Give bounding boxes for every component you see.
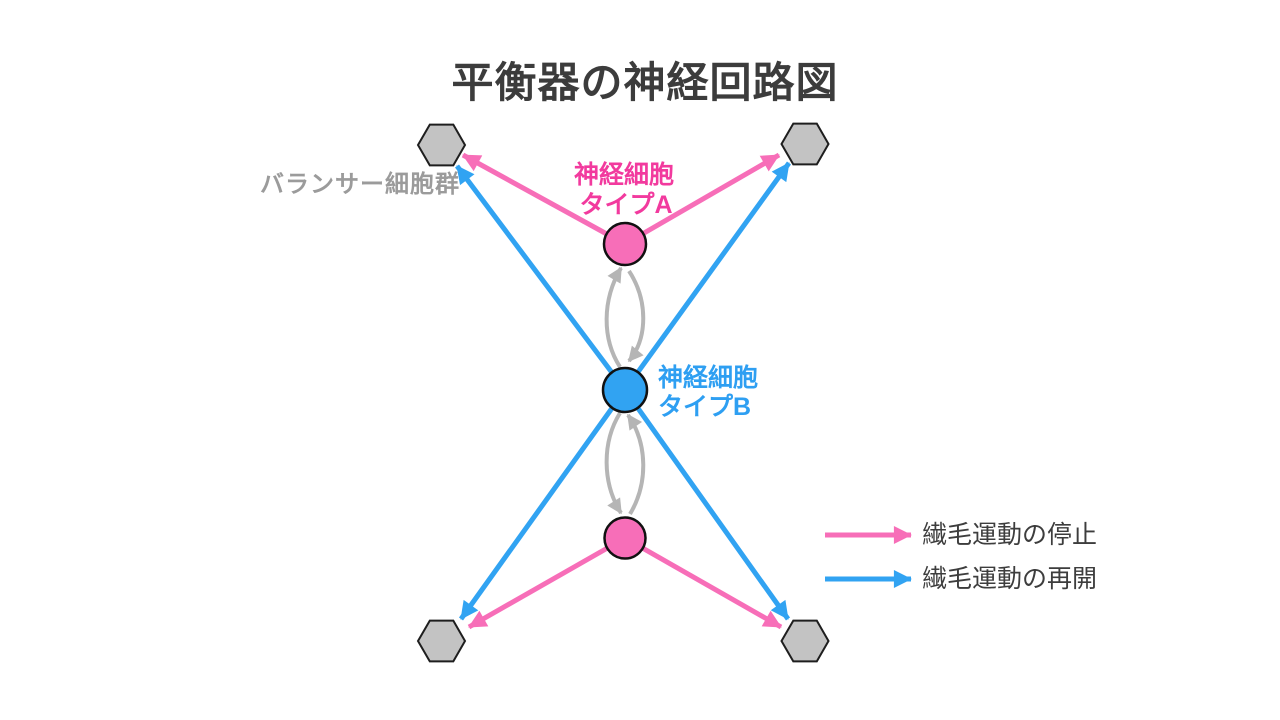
mutual-arrow-a-to-b — [627, 269, 646, 363]
stop-arrows-group — [461, 152, 783, 630]
stop-arrow-a-to-top-left — [461, 152, 627, 247]
mutual-arrow-b-to-a — [604, 266, 623, 369]
resume-arrow-b-to-bottom-left — [458, 388, 628, 621]
neuron-type-a-label-line2: タイプA — [579, 191, 672, 219]
balancer-hexagon-bottom-right — [780, 619, 830, 663]
stop-arrow-a2-to-bottom-left — [467, 535, 627, 630]
stop-arrow-a-to-top-right — [623, 152, 781, 247]
resume-arrow-b-to-top-right — [622, 161, 792, 392]
resume-arrow-b-to-top-left — [455, 164, 627, 392]
balancer-hexagons-group — [416, 122, 830, 663]
resume-arrows-group — [455, 161, 792, 621]
resume-arrow-b-to-bottom-right — [622, 388, 791, 621]
neuron-type-b-label-line1: 神経細胞 — [658, 363, 758, 392]
mutual-connection-arrows-group — [604, 266, 646, 516]
neuron-type-b-label-line2: タイプB — [658, 393, 751, 421]
legend-stop-label: 繊毛運動の停止 — [922, 521, 1097, 549]
neuron-type-a-label: 神経細胞 タイプA — [574, 160, 674, 219]
page-title: 平衡器の神経回路図 — [451, 59, 838, 106]
mutual-arrow-a2-to-b — [626, 413, 646, 516]
balancer-hexagon-top-right — [780, 122, 830, 166]
neuron-nodes-group — [601, 221, 649, 560]
neuron-type-a-label-line1: 神経細胞 — [574, 160, 674, 189]
neuron-type-a-bottom-node — [603, 516, 647, 560]
neuron-type-b-node — [601, 366, 649, 414]
neuron-type-a-top-node — [602, 221, 648, 267]
stop-arrow-a2-to-bottom-right — [623, 535, 783, 630]
balancer-hexagon-bottom-left — [416, 619, 467, 663]
balancer-cells-label: バランサー細胞群 — [260, 170, 460, 198]
legend-resume-label: 繊毛運動の再開 — [922, 565, 1097, 593]
neuron-type-b-label: 神経細胞 タイプB — [658, 363, 758, 421]
balancer-hexagon-top-left — [416, 123, 467, 167]
mutual-arrow-b-to-a2 — [604, 411, 623, 515]
legend: 繊毛運動の停止 繊毛運動の再開 — [825, 521, 1097, 593]
